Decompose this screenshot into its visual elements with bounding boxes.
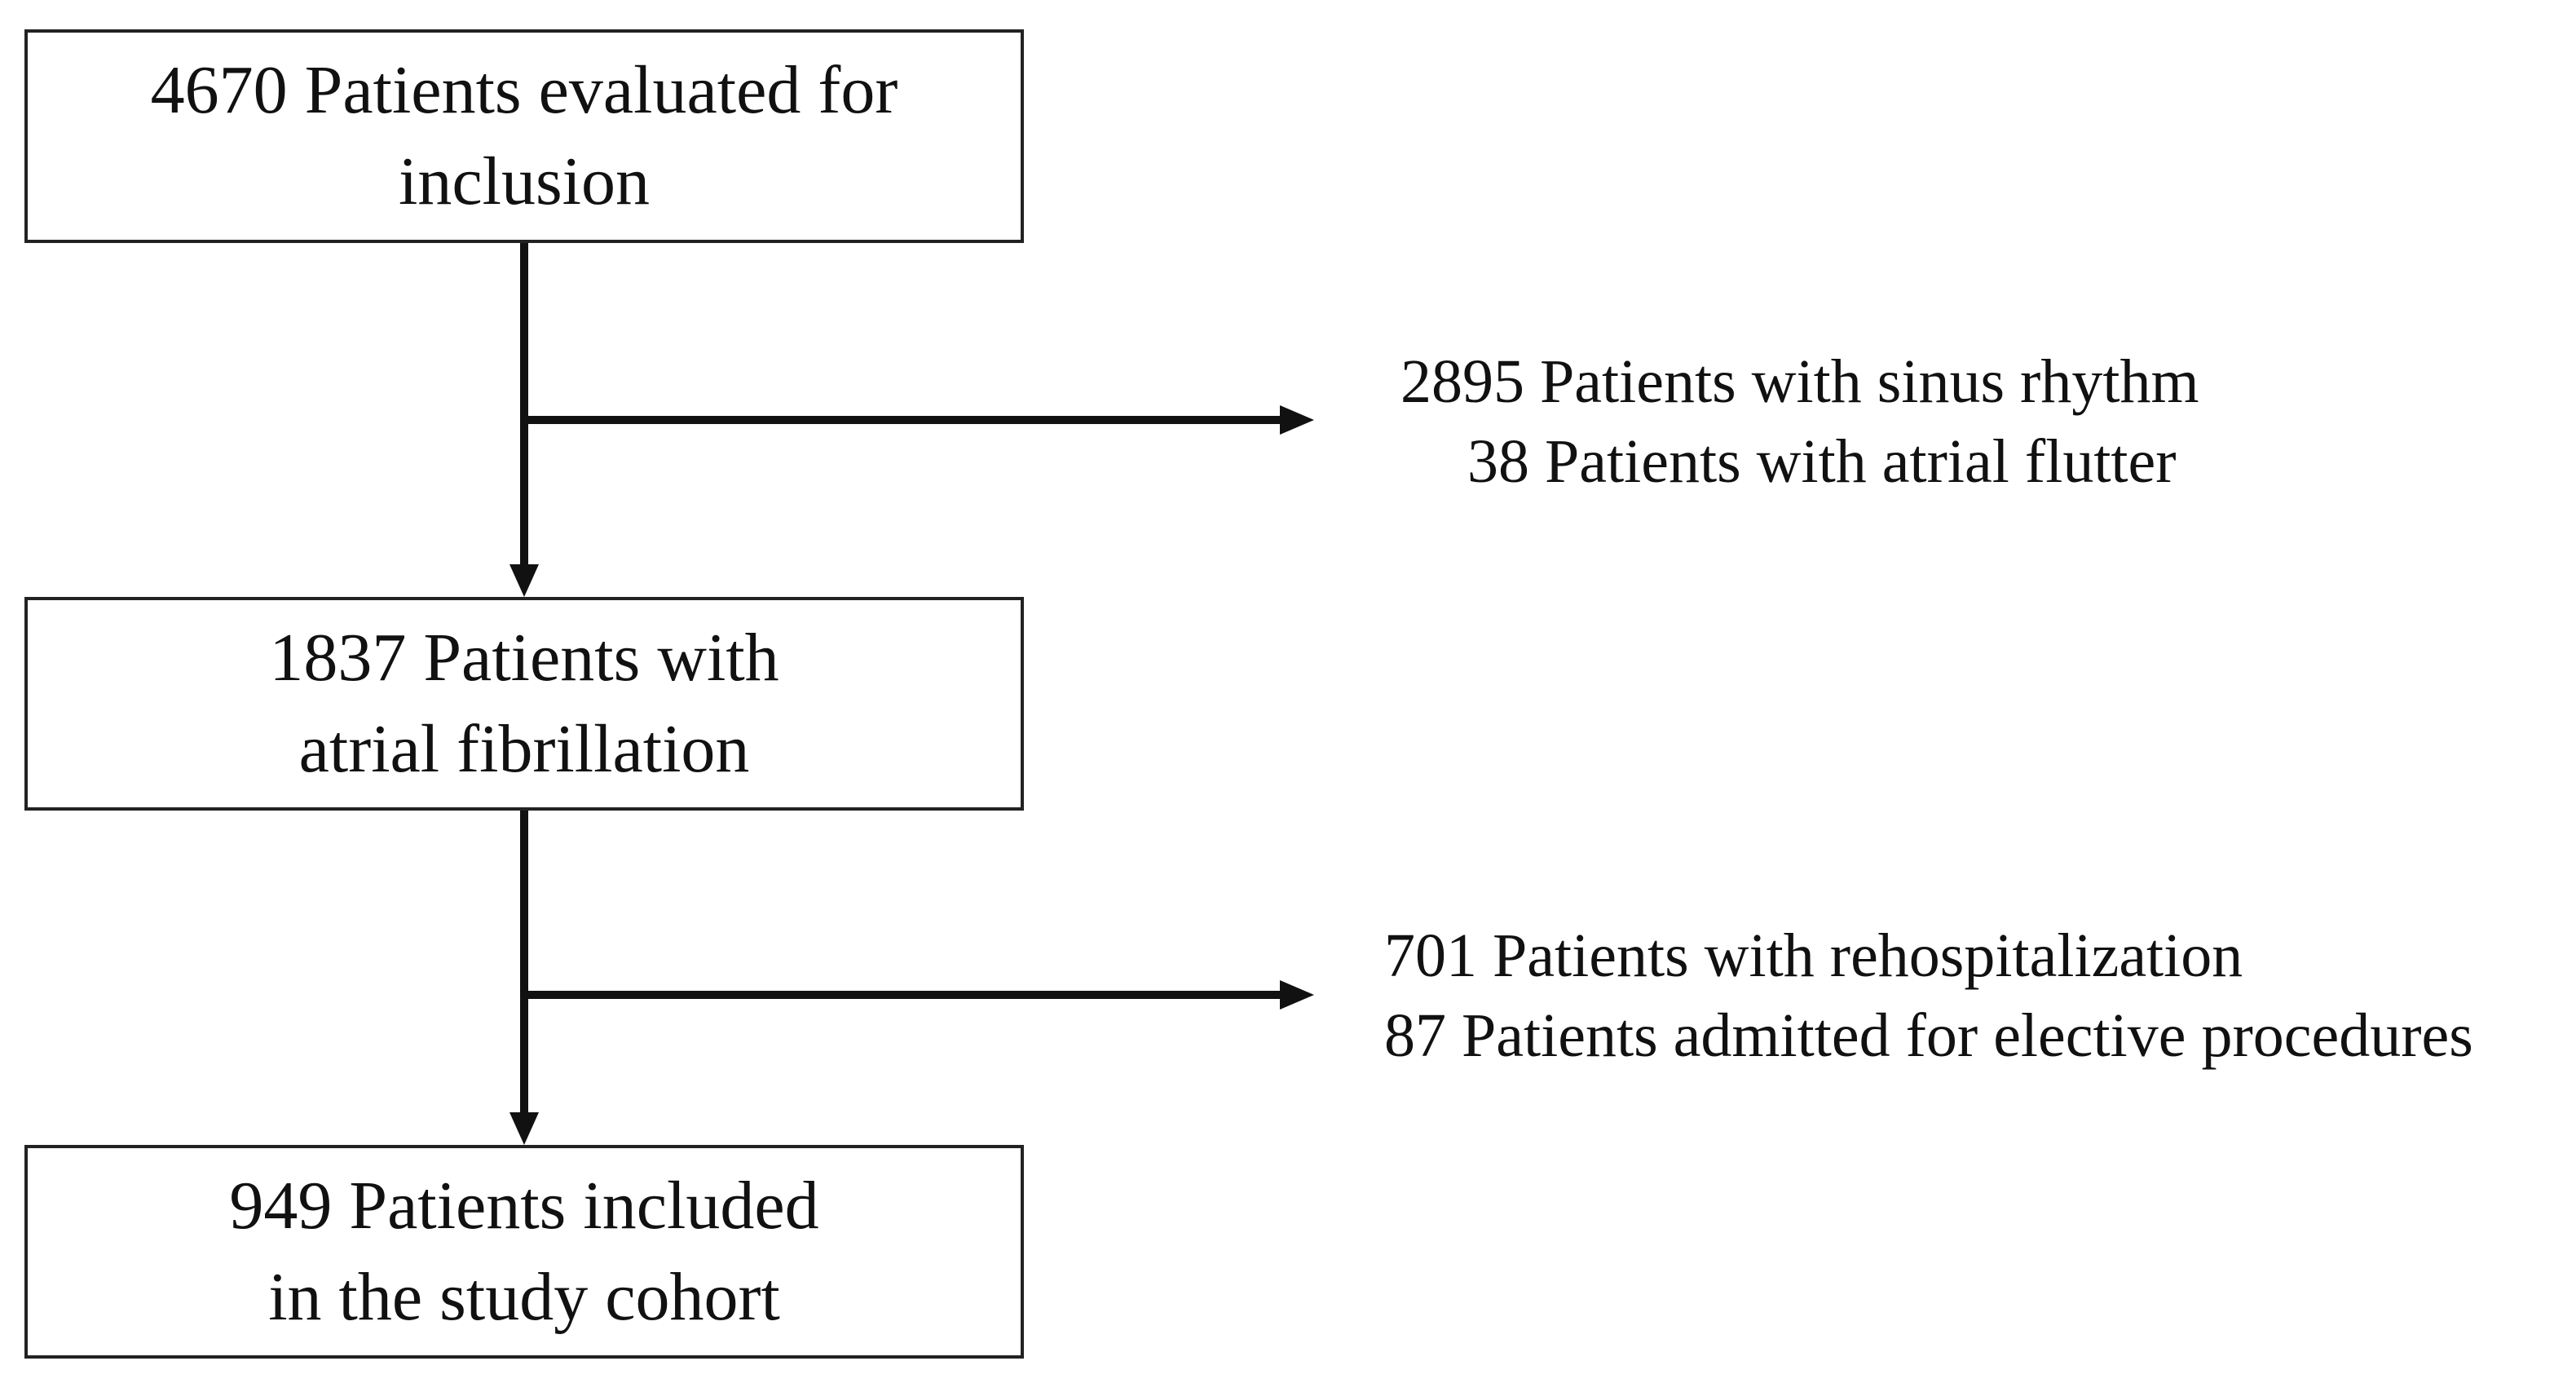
box-atrial-fibrillation: 1837 Patients with atrial fibrillation	[24, 597, 1024, 811]
exclusion-2-line-2: 87 Patients admitted for elective proced…	[1384, 1001, 2473, 1070]
arrowhead-down-box2	[509, 564, 539, 597]
box-study-cohort: 949 Patients included in the study cohor…	[24, 1145, 1024, 1359]
box-evaluated-line-1: 4670 Patients evaluated for	[150, 52, 898, 128]
exclusion-2-line-1: 701 Patients with rehospitalization	[1384, 921, 2243, 990]
box-evaluated-line-2: inclusion	[399, 144, 650, 219]
box-atrial-fibrillation-line-1: 1837 Patients with	[269, 620, 779, 696]
arrowhead-right-exclusion-2	[1280, 980, 1314, 1010]
box-evaluated: 4670 Patients evaluated for inclusion	[24, 29, 1024, 243]
box-atrial-fibrillation-line-2: atrial fibrillation	[298, 711, 750, 787]
exclusion-1-line-1: 2895 Patients with sinus rhythm	[1400, 347, 2199, 416]
box-study-cohort-line-2: in the study cohort	[268, 1259, 780, 1335]
arrowhead-right-exclusion-1	[1280, 405, 1314, 435]
box-study-cohort-line-1: 949 Patients included	[229, 1168, 819, 1244]
arrowhead-down-box3	[509, 1112, 539, 1145]
exclusion-1-line-2: 38 Patients with atrial flutter	[1467, 427, 2177, 496]
